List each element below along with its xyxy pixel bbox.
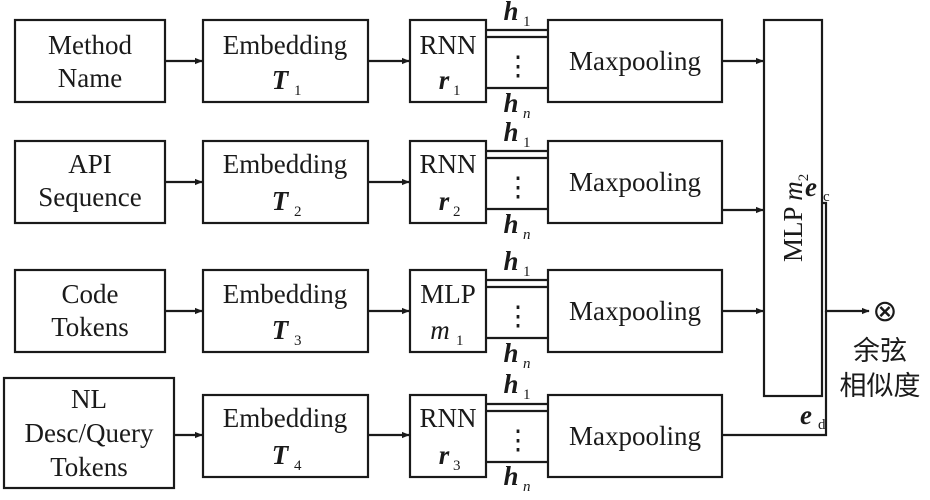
mlp-m2-label: MLP m2: [778, 174, 812, 262]
hidden-dots: ⋮: [505, 51, 532, 81]
hidden-dots: ⋮: [505, 172, 532, 202]
ec-symbol: e: [805, 172, 817, 202]
encoder-subscript: 2: [453, 204, 461, 220]
hidden-top-symbol: h: [503, 246, 518, 276]
input-box-code-tokens: [13, 268, 167, 354]
embedding-label: Embedding: [223, 279, 347, 309]
hidden-top-subscript: 1: [523, 14, 531, 30]
input-label-line2: Name: [58, 63, 122, 93]
ed-subscript: d: [818, 417, 826, 433]
mlp-m2-box: [762, 18, 824, 398]
hidden-top-subscript: 1: [523, 387, 531, 403]
hidden-bottom-symbol: h: [503, 461, 518, 491]
maxpooling-label: Maxpooling: [569, 421, 701, 451]
embedding-subscript: 1: [294, 83, 302, 99]
encoder-box-2: [408, 139, 488, 225]
embedding-box-2: [201, 139, 370, 225]
row-2: API Sequence Embedding T 2 RNN r 2 h 1 ⋮…: [13, 117, 764, 243]
embedding-label: Embedding: [223, 149, 347, 179]
input-label-line1: Code: [62, 279, 119, 309]
cosine-label-line2: 相似度: [840, 371, 921, 402]
embedding-symbol: T: [272, 440, 290, 470]
encoder-subscript: 1: [456, 333, 464, 349]
input-box-nl-query: [2, 376, 176, 490]
embedding-label: Embedding: [223, 30, 347, 60]
encoder-subscript: 3: [453, 458, 461, 474]
input-label-line1: Method: [48, 30, 132, 60]
arrow-ec-to-cosine: [822, 201, 870, 315]
input-label-line3: Tokens: [50, 452, 128, 482]
hidden-bottom-subscript: n: [523, 106, 531, 122]
input-label-line1: API: [68, 149, 112, 179]
embedding-subscript: 2: [294, 204, 302, 220]
maxpooling-box-2: [546, 139, 724, 225]
hidden-top-subscript: 1: [523, 264, 531, 280]
encoder-label: RNN: [419, 30, 476, 60]
hidden-top-symbol: h: [503, 0, 518, 26]
hidden-bottom-symbol: h: [503, 88, 518, 118]
hidden-bottom-symbol: h: [503, 338, 518, 368]
encoder-box-4: [408, 393, 488, 479]
encoder-symbol: r: [439, 186, 450, 216]
embedding-subscript: 4: [294, 458, 302, 474]
row-4: NL Desc/Query Tokens Embedding T 4 RNN r…: [2, 369, 724, 495]
embedding-symbol: T: [272, 315, 290, 345]
embedding-subscript: 3: [294, 333, 302, 349]
row-3: Code Tokens Embedding T 3 MLP m 1 h 1 ⋮ …: [13, 246, 764, 372]
embedding-box-3: [201, 268, 370, 354]
embedding-symbol: T: [272, 65, 290, 95]
input-label-line2: Sequence: [38, 182, 141, 212]
embedding-label: Embedding: [223, 403, 347, 433]
maxpooling-label: Maxpooling: [569, 46, 701, 76]
maxpooling-box-4: [546, 393, 724, 479]
ec-subscript: c: [823, 189, 830, 205]
maxpooling-label: Maxpooling: [569, 167, 701, 197]
embedding-symbol: T: [272, 186, 290, 216]
hidden-bottom-subscript: n: [523, 356, 531, 372]
hidden-dots: ⋮: [505, 301, 532, 331]
encoder-symbol: r: [439, 440, 450, 470]
input-label-line2: Desc/Query: [25, 418, 154, 448]
hidden-top-subscript: 1: [523, 135, 531, 151]
hidden-top-symbol: h: [503, 369, 518, 399]
hidden-bottom-symbol: h: [503, 209, 518, 239]
embedding-box-4: [201, 393, 370, 479]
input-label-line1: NL: [71, 384, 107, 414]
encoder-label: RNN: [419, 149, 476, 179]
encoder-label: RNN: [419, 403, 476, 433]
encoder-label: MLP: [420, 279, 476, 309]
encoder-box-1: [408, 18, 488, 104]
hidden-dots: ⋮: [505, 425, 532, 455]
maxpooling-label: Maxpooling: [569, 296, 701, 326]
input-box-method-name: [13, 18, 167, 104]
cosine-label-line1: 余弦: [853, 336, 907, 367]
line-ed-to-cosine: [722, 311, 828, 437]
cosine-operator-symbol: ⊗: [872, 294, 897, 329]
hidden-top-symbol: h: [503, 117, 518, 147]
mlp-m2-label-group: MLP m2: [778, 174, 812, 262]
encoder-box-3: [408, 268, 488, 354]
encoder-subscript: 1: [453, 83, 461, 99]
embedding-box-1: [201, 18, 370, 104]
ed-symbol: e: [800, 400, 812, 430]
hidden-bottom-subscript: n: [523, 479, 531, 495]
input-label-line2: Tokens: [51, 312, 129, 342]
row-1: Method Name Embedding T 1 RNN r 1 h 1 ⋮ …: [13, 0, 764, 122]
encoder-symbol: m: [430, 315, 450, 345]
encoder-symbol: r: [439, 65, 450, 95]
hidden-bottom-subscript: n: [523, 227, 531, 243]
input-box-api-sequence: [13, 139, 167, 225]
